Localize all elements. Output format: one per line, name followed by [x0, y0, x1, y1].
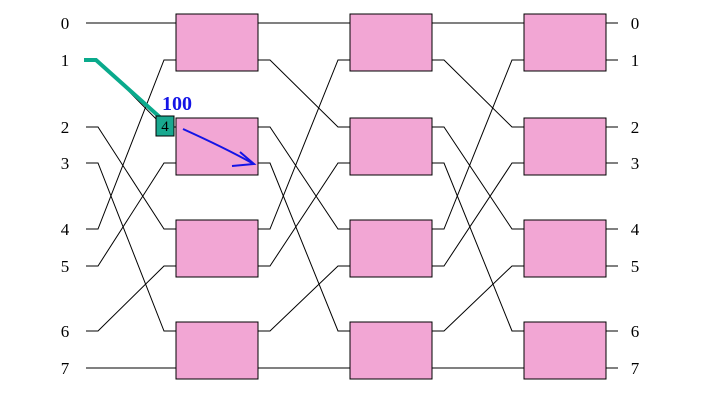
switch-stage2-3 — [349, 321, 433, 380]
routing-arrowhead — [231, 151, 257, 167]
wires — [86, 22, 618, 369]
switches — [175, 13, 607, 380]
stage1-wire-5-to-3 — [258, 162, 350, 267]
output-label-5: 5 — [631, 257, 640, 276]
input-wire-6-to-5 — [86, 265, 176, 332]
switch-stage1-0 — [175, 13, 259, 72]
switch-stage3-2 — [523, 219, 607, 278]
stage2-wire-2-to-4 — [432, 126, 524, 230]
input-label-6: 6 — [61, 322, 70, 341]
port-labels: 0 1 2 3 4 5 6 7 0 1 2 3 4 5 6 7 — [61, 14, 640, 378]
stage2-wire-5-to-3 — [432, 162, 524, 267]
stage2-wire-4-to-1 — [432, 59, 524, 230]
output-label-0: 0 — [631, 14, 640, 33]
stage1-wire-4-to-1 — [258, 59, 350, 230]
input-label-0: 0 — [61, 14, 70, 33]
stage1-wire-6-to-5 — [258, 265, 350, 332]
input-label-5: 5 — [61, 257, 70, 276]
input-label-4: 4 — [61, 220, 70, 239]
stage2-wire-6-to-5 — [432, 265, 524, 332]
switch-stage3-1 — [523, 117, 607, 176]
switch-stage2-0 — [349, 13, 433, 72]
switch-stage2-2 — [349, 219, 433, 278]
input-label-7: 7 — [61, 359, 70, 378]
packet-route-line — [84, 58, 165, 122]
input-wire-3-to-6 — [86, 162, 176, 332]
input-label-2: 2 — [61, 118, 70, 137]
routing-arrow — [182, 128, 253, 164]
output-label-7: 7 — [631, 359, 640, 378]
stage1-wire-3-to-6 — [258, 162, 350, 332]
output-label-4: 4 — [631, 220, 640, 239]
output-label-1: 1 — [631, 51, 640, 70]
input-wire-5-to-3 — [86, 162, 176, 267]
output-label-6: 6 — [631, 322, 640, 341]
packet-tag-box — [155, 115, 175, 137]
stage2-wire-1-to-2 — [432, 59, 524, 128]
packet-tag: 4 — [161, 119, 169, 135]
output-label-2: 2 — [631, 118, 640, 137]
switch-stage3-0 — [523, 13, 607, 72]
input-wire-4-to-1 — [86, 59, 176, 230]
switch-stage1-3 — [175, 321, 259, 380]
destination-address: 100 — [162, 93, 192, 115]
stage1-wire-2-to-4 — [258, 126, 350, 230]
input-label-3: 3 — [61, 154, 70, 173]
input-wire-2-to-4 — [86, 126, 176, 230]
switch-stage1-2 — [175, 219, 259, 278]
switch-stage3-3 — [523, 321, 607, 380]
stage2-wire-3-to-6 — [432, 162, 524, 332]
output-label-3: 3 — [631, 154, 640, 173]
switch-stage2-1 — [349, 117, 433, 176]
switch-stage1-1 — [175, 117, 259, 176]
input-label-1: 1 — [61, 51, 70, 70]
stage1-wire-1-to-2 — [258, 59, 350, 128]
